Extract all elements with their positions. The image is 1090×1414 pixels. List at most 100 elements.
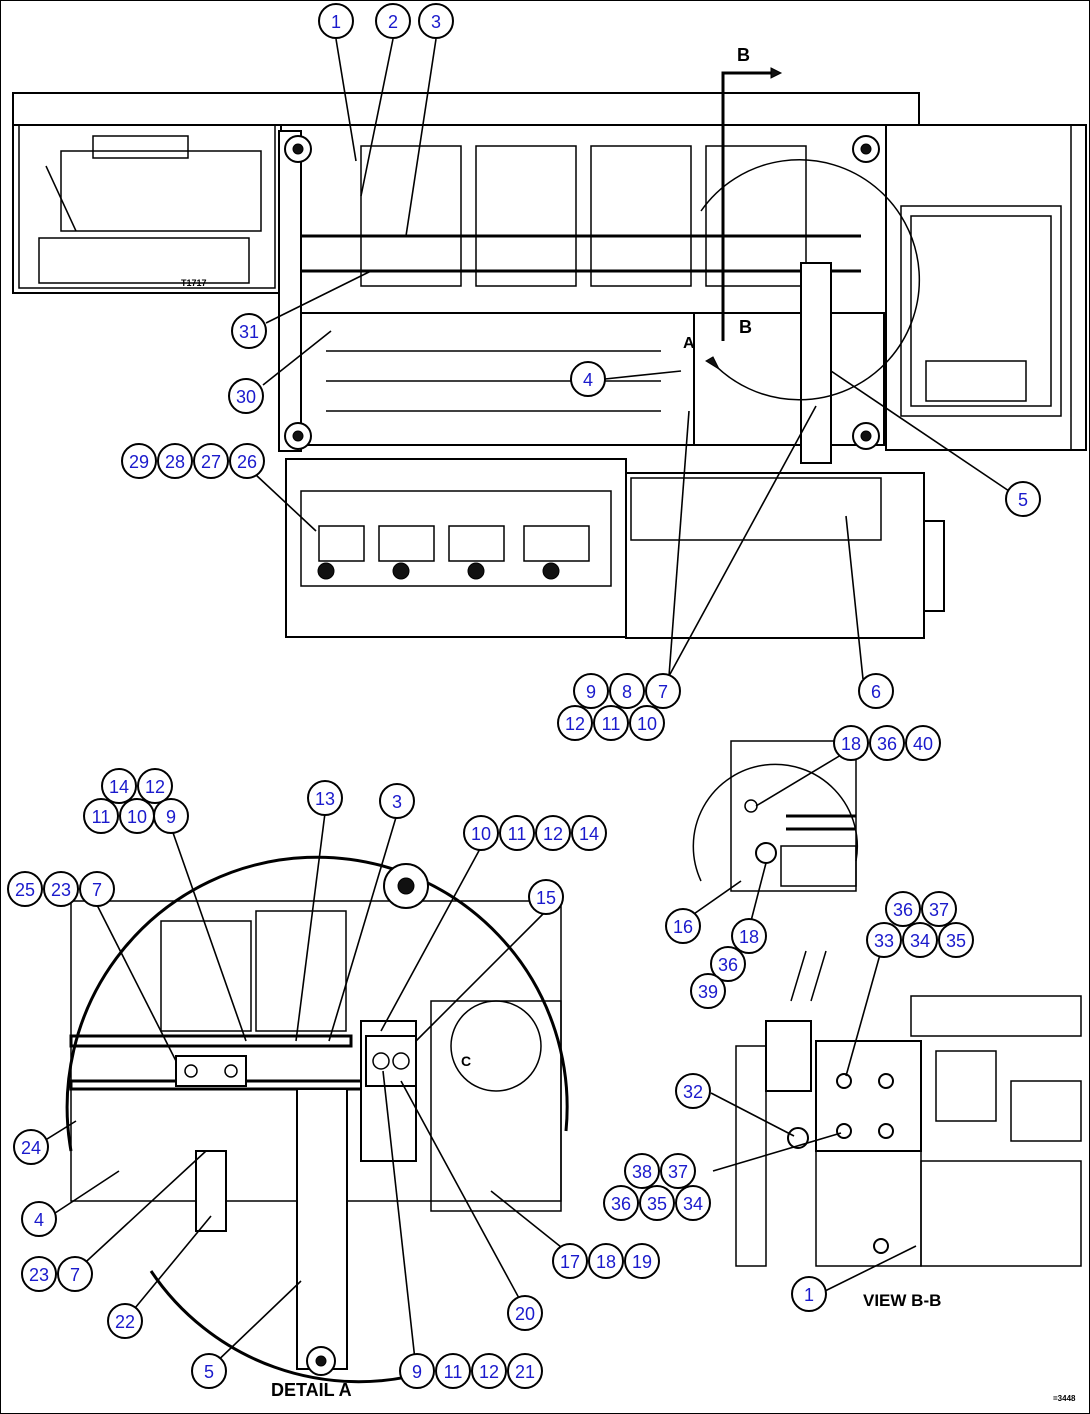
callout-label: 5 — [1018, 490, 1028, 510]
callout-label: 7 — [92, 880, 102, 900]
callout-label: 12 — [543, 824, 563, 844]
callout-18: 18 — [833, 725, 869, 761]
callout-label: 14 — [109, 777, 129, 797]
callout-12: 12 — [557, 705, 593, 741]
callout-label: 11 — [602, 714, 621, 734]
callout-label: 13 — [315, 789, 335, 809]
view-b-b: VIEW B-B — [735, 950, 1082, 1310]
callout-25: 25 — [7, 871, 43, 907]
callout-9: 9 — [153, 798, 189, 834]
callout-label: 29 — [129, 452, 149, 472]
callout-label: 1 — [804, 1285, 814, 1305]
callout-19: 19 — [624, 1243, 660, 1279]
callout-label: 7 — [658, 682, 668, 702]
callout-label: 23 — [51, 880, 71, 900]
main-assembly: T1717 — [12, 45, 1087, 639]
callout-label: 18 — [841, 734, 861, 754]
callout-39: 39 — [690, 973, 726, 1009]
detail-a-title: DETAIL A — [271, 1380, 352, 1400]
callout-9: 9 — [399, 1353, 435, 1389]
callout-label: 34 — [683, 1194, 703, 1214]
callout-label: 12 — [565, 714, 585, 734]
callout-29: 29 — [121, 443, 157, 479]
callout-12: 12 — [535, 815, 571, 851]
callout-11: 11 — [499, 815, 535, 851]
callout-label: 35 — [647, 1194, 667, 1214]
callout-label: 33 — [874, 931, 894, 951]
callout-label: 19 — [632, 1252, 652, 1272]
callout-label: 17 — [560, 1252, 580, 1272]
callout-10: 10 — [463, 815, 499, 851]
callout-32: 32 — [675, 1073, 711, 1109]
callout-35: 35 — [639, 1185, 675, 1221]
callout-22: 22 — [107, 1303, 143, 1339]
callout-label: 37 — [668, 1162, 688, 1182]
callout-label: 20 — [515, 1304, 535, 1324]
callout-7: 7 — [645, 673, 681, 709]
callout-label: 11 — [92, 807, 111, 827]
callout-label: 4 — [34, 1210, 44, 1230]
section-marker-bottom: B — [739, 317, 752, 337]
callout-3: 3 — [418, 3, 454, 39]
callout-1: 1 — [791, 1276, 827, 1312]
callout-18: 18 — [588, 1243, 624, 1279]
callout-38: 38 — [624, 1153, 660, 1189]
callout-1: 1 — [318, 3, 354, 39]
callout-28: 28 — [157, 443, 193, 479]
callout-11: 11 — [435, 1353, 471, 1389]
callout-24: 24 — [13, 1129, 49, 1165]
callout-label: 4 — [583, 370, 593, 390]
callout-36: 36 — [869, 725, 905, 761]
callout-label: 12 — [145, 777, 165, 797]
callout-3: 3 — [379, 783, 415, 819]
callout-36: 36 — [885, 891, 921, 927]
callout-27: 27 — [193, 443, 229, 479]
callout-label: 10 — [471, 824, 491, 844]
callout-label: 27 — [201, 452, 221, 472]
leader-lines — [30, 38, 1010, 1370]
callout-10: 10 — [629, 705, 665, 741]
callout-label: 21 — [515, 1362, 535, 1382]
callout-26: 26 — [229, 443, 265, 479]
callout-label: 22 — [115, 1312, 135, 1332]
callout-label: 34 — [910, 931, 930, 951]
callout-21: 21 — [507, 1353, 543, 1389]
callout-6: 6 — [858, 673, 894, 709]
callout-37: 37 — [921, 891, 957, 927]
drawing-code: =3448 — [1053, 1394, 1076, 1403]
callout-label: 3 — [431, 12, 441, 32]
callout-label: 9 — [166, 807, 176, 827]
callout-14: 14 — [101, 768, 137, 804]
callout-37: 37 — [660, 1153, 696, 1189]
callout-12: 12 — [471, 1353, 507, 1389]
callout-label: 10 — [637, 714, 657, 734]
callout-label: 18 — [596, 1252, 616, 1272]
callout-14: 14 — [571, 815, 607, 851]
callout-label: 24 — [21, 1138, 41, 1158]
callout-15: 15 — [528, 879, 564, 915]
callout-label: 36 — [718, 955, 738, 975]
callout-label: 9 — [412, 1362, 422, 1382]
callout-label: 32 — [683, 1082, 703, 1102]
callout-label: 6 — [871, 682, 881, 702]
callout-label: 7 — [70, 1265, 80, 1285]
callout-label: 35 — [946, 931, 966, 951]
callout-23: 23 — [43, 871, 79, 907]
callout-label: 3 — [392, 792, 402, 812]
callout-34: 34 — [675, 1185, 711, 1221]
callout-30: 30 — [228, 378, 264, 414]
callout-16: 16 — [665, 908, 701, 944]
callout-35: 35 — [938, 922, 974, 958]
callout-label: 9 — [586, 682, 596, 702]
callout-4: 4 — [570, 361, 606, 397]
callout-label: 26 — [237, 452, 257, 472]
callout-label: 2 — [388, 12, 398, 32]
callout-label: 12 — [479, 1362, 499, 1382]
callout-23: 23 — [21, 1256, 57, 1292]
callout-10: 10 — [119, 798, 155, 834]
callout-label: 14 — [579, 824, 599, 844]
callout-40: 40 — [905, 725, 941, 761]
